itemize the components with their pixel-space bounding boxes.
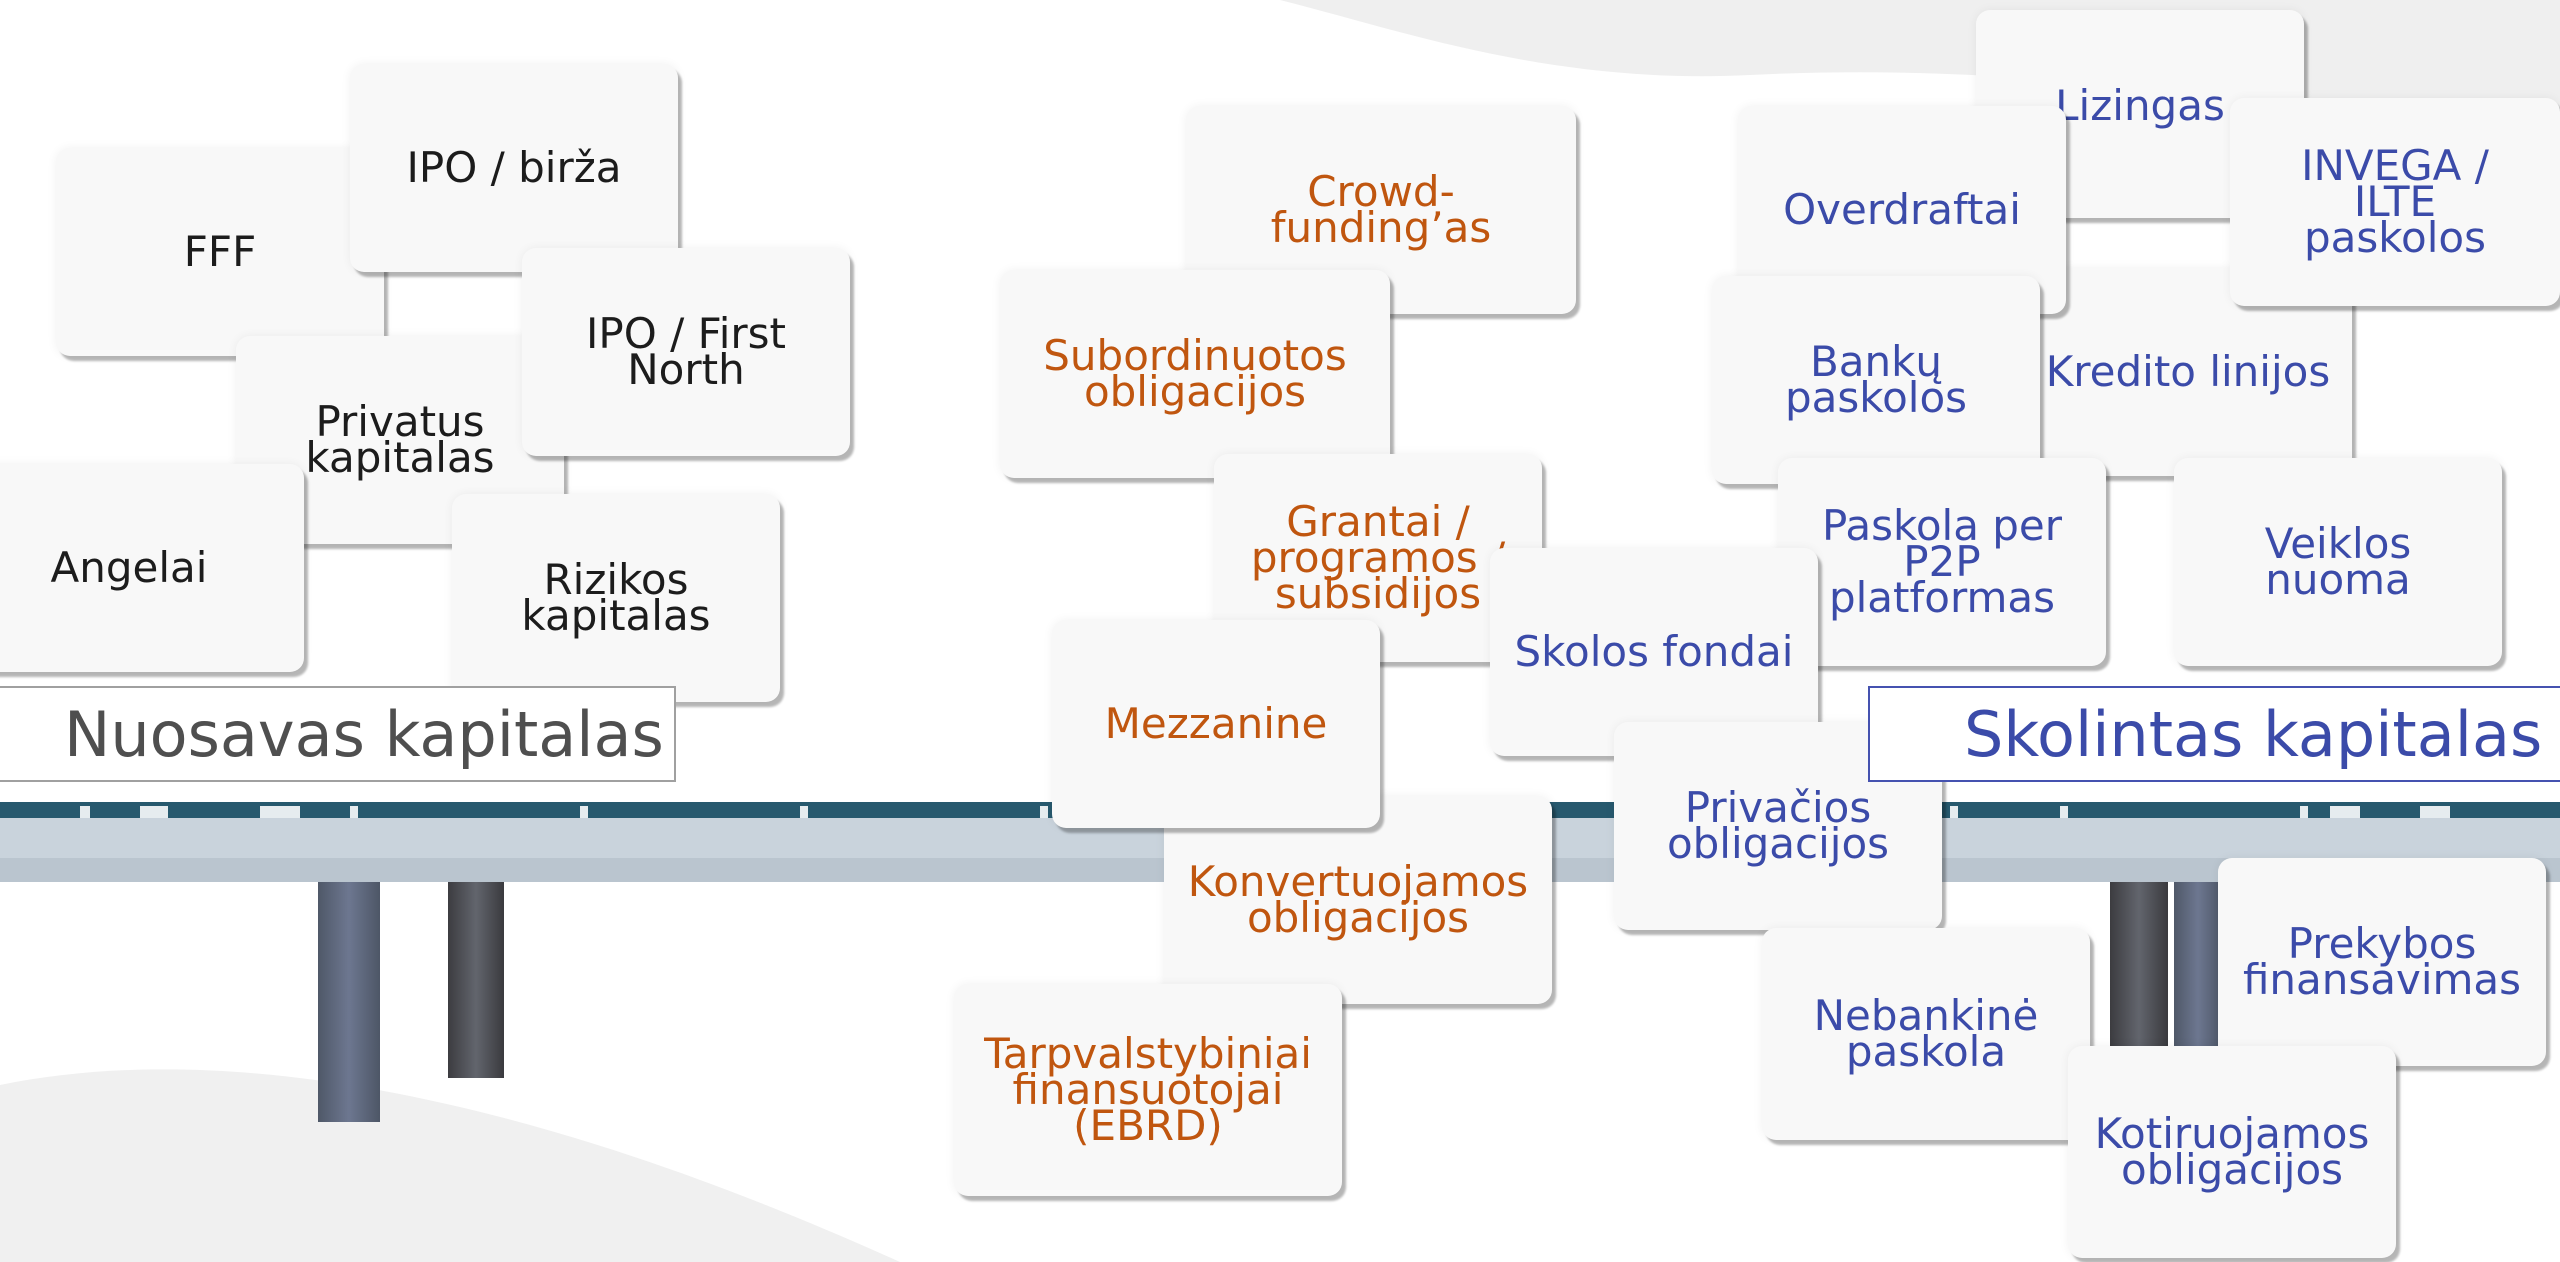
card-konvertuojamos-obligacijos: Konvertuojamos obligacijos	[1164, 796, 1552, 1004]
bridge-rail-marks	[80, 806, 2450, 818]
card-fff: FFF	[56, 148, 384, 356]
card-rizikos-kapitalas: Rizikos kapitalas	[452, 494, 780, 702]
card-veiklos-nuoma: Veiklos nuoma	[2174, 458, 2502, 666]
card-ipo-birza: IPO / birža	[350, 64, 678, 272]
bridge-pillar	[448, 870, 504, 1078]
card-nebankine-paskola: Nebankinė paskola	[1762, 928, 2090, 1140]
card-invega: INVEGA / ILTE paskolos	[2230, 98, 2560, 306]
bridge-pillar	[2174, 870, 2222, 1046]
bridge-pillar	[318, 870, 380, 1122]
card-banku-paskolos: Bankų paskolos	[1712, 276, 2040, 484]
card-angelai: Angelai	[0, 464, 304, 672]
card-tarpvalstybiniai: Tarpvalstybiniai finansuotojai (EBRD)	[954, 984, 1342, 1196]
card-kotiruojamos-obligacijos: Kotiruojamos obligacijos	[2068, 1046, 2396, 1258]
card-privacios-obligacijos: Privačios obligacijos	[1614, 722, 1942, 930]
card-paskola-p2p: Paskola per P2P platformas	[1778, 458, 2106, 666]
card-subordinuotos-obligacijos: Subordinuotos obligacijos	[1000, 270, 1390, 478]
bridge-pillar	[2110, 870, 2168, 1046]
card-prekybos-finansavimas: Prekybos finansavimas	[2218, 858, 2546, 1066]
card-mezzanine: Mezzanine	[1052, 620, 1380, 828]
card-ipo-first-north: IPO / First North	[522, 248, 850, 456]
card-kredito-linijos: Kredito linijos	[2024, 268, 2352, 476]
background-hill-bottom-left	[0, 1069, 900, 1262]
card-privatus-kapitalas: Privatus kapitalas	[236, 336, 564, 544]
equity-section-title: Nuosavas kapitalas	[0, 686, 676, 782]
debt-section-title: Skolintas kapitalas	[1868, 686, 2560, 782]
card-skolos-fondai: Skolos fondai	[1490, 548, 1818, 756]
